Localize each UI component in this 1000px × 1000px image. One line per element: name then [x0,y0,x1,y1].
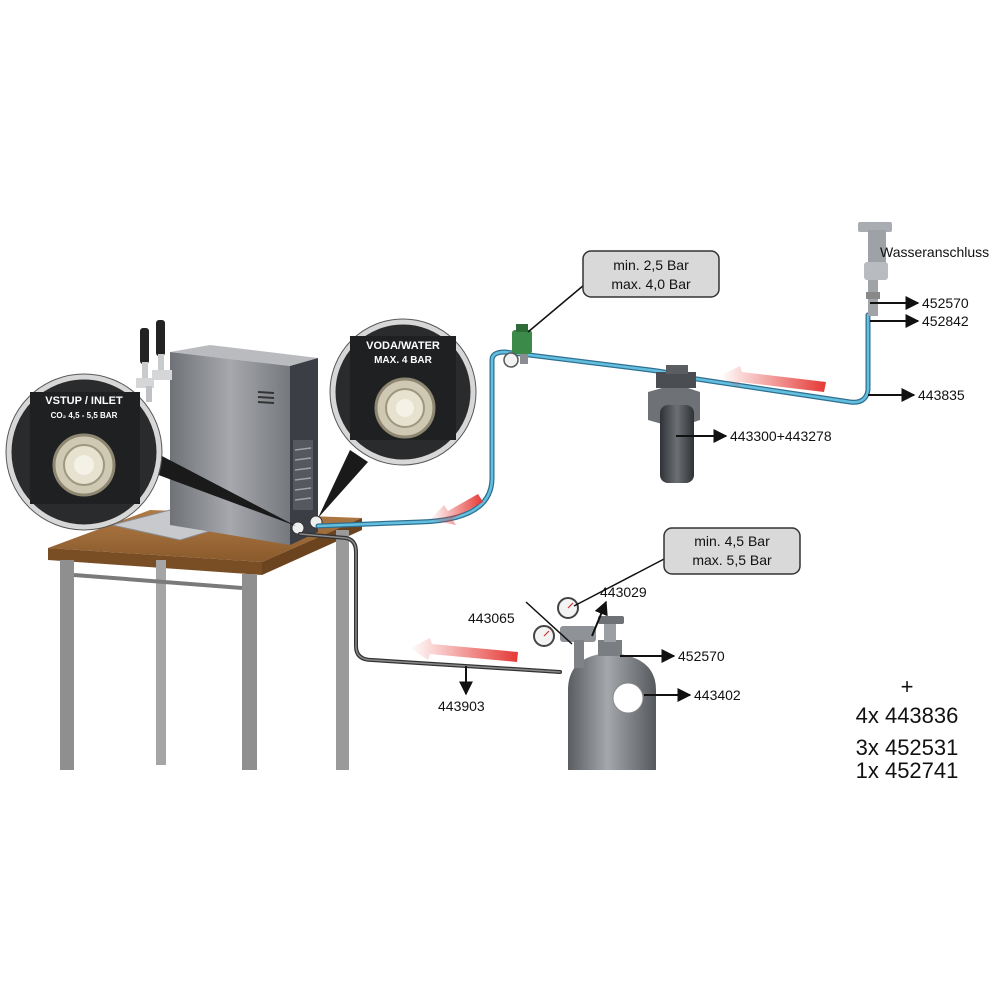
vent-grille [293,440,313,510]
co2-cylinder [568,616,656,770]
part-452570-co2: 452570 [678,648,725,664]
callout-box [582,250,720,298]
water-filter [648,365,700,483]
water-pressure-callout: min. 2,5 Bar max. 4,0 Bar [527,250,720,333]
magnifier-pointer [318,450,368,518]
co2-max-pressure: max. 5,5 Bar [692,552,772,568]
extras-plus: + [901,674,914,699]
part-443402: 443402 [694,687,741,703]
table-leg [156,560,166,765]
part-443065: 443065 [468,610,515,626]
pressure-reducer [503,324,532,368]
table-edge [48,548,262,575]
flow-arrow-water [720,366,826,392]
flow-arrow-water-return [430,494,483,525]
pointer-arrow [591,600,608,637]
part-452570-top: 452570 [922,295,969,311]
cabinet-front [170,352,290,545]
water-tap-connection [858,222,892,316]
extra-parts-list: + 4x 443836 3x 452531 1x 452741 [856,674,959,783]
part-443903: 443903 [438,698,485,714]
cylinder-label [612,682,644,714]
water-magnifier: VODA/WATER MAX. 4 BAR [318,318,477,518]
table-leg [242,574,257,770]
cabinet-top [170,345,318,366]
water-badge-subtitle: MAX. 4 BAR [374,355,433,366]
extras-line-2: 3x 452531 [856,735,959,760]
pressure-gauge-icon [503,352,519,368]
extras-line-3: 1x 452741 [856,758,959,783]
inlet-badge-subtitle: CO₂ 4,5 - 5,5 BAR [51,411,118,420]
water-badge-title: VODA/WATER [366,340,440,352]
water-min-pressure: min. 2,5 Bar [613,257,689,273]
water-max-pressure: max. 4,0 Bar [611,276,691,292]
front-vent [257,391,275,404]
co2-pressure-callout: min. 4,5 Bar max. 5,5 Bar [573,527,801,607]
water-cooler-unit [111,320,323,545]
inlet-badge-title: VSTUP / INLET [45,395,123,407]
callout-box [663,527,801,575]
table-leg [336,530,349,770]
flow-arrow-co2 [410,638,518,662]
table [48,510,362,770]
magnifier-pointer [145,455,296,526]
extras-line-1: 4x 443836 [856,703,959,728]
part-443029: 443029 [600,584,647,600]
part-443300-443278: 443300+443278 [730,428,832,444]
tap-left [136,328,154,402]
table-frame [73,573,243,590]
tap-right [152,320,172,380]
part-452842: 452842 [922,313,969,329]
pointer-line [525,601,573,645]
table-leg [60,560,74,770]
co2-min-pressure: min. 4,5 Bar [694,533,770,549]
co2-regulator [533,597,596,668]
water-connection-label: Wasseranschluss [880,244,989,260]
inlet-magnifier: VSTUP / INLET CO₂ 4,5 - 5,5 BAR [5,373,296,531]
part-443835: 443835 [918,387,965,403]
